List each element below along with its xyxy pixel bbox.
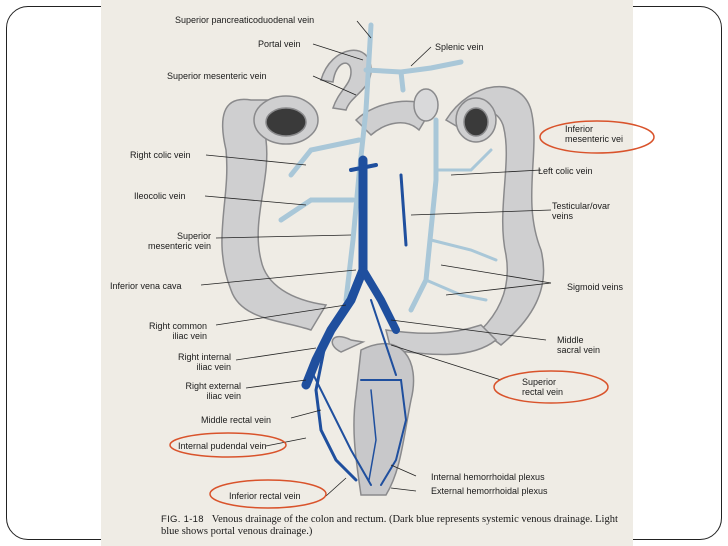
label-superior-mesenteric-vein: Superior mesenteric vein (147, 231, 211, 251)
venous-drainage-illustration (200, 20, 552, 497)
label-superior-pancreaticoduodenal-vein: Superior pancreaticoduodenal vein (175, 15, 315, 25)
figure-number: FIG. 1-18 (161, 514, 204, 525)
label-internal-pudendal-vein: Internal pudendal vein (178, 441, 267, 451)
label-right-common-iliac-vein: Right common iliac vein (148, 321, 207, 341)
label-testicular-ovarian-veins: Testicular/ovar veins (552, 201, 611, 221)
label-sigmoid-veins: Sigmoid veins (567, 282, 624, 292)
label-right-external-iliac-vein: Right external iliac vein (185, 381, 241, 401)
systemic-venous-system (301, 155, 408, 486)
label-right-internal-iliac-vein: Right internal iliac vein (177, 352, 231, 372)
label-right-colic-vein: Right colic vein (130, 150, 191, 160)
label-inferior-rectal-vein: Inferior rectal vein (229, 491, 301, 501)
label-external-hemorrhoidal-plexus: External hemorrhoidal plexus (431, 486, 548, 496)
textbook-figure-photo: Superior pancreaticoduodenal vein Portal… (101, 0, 633, 546)
label-left-colic-vein: Left colic vein (538, 166, 593, 176)
label-superior-rectal-vein: Superior rectal vein (522, 377, 564, 397)
figure-caption-text: Venous drainage of the colon and rectum.… (161, 514, 618, 537)
label-middle-sacral-vein: Middle sacral vein (557, 335, 601, 355)
label-inferior-vena-cava: Inferior vena cava (110, 281, 182, 291)
figure-caption: FIG. 1-18 Venous drainage of the colon a… (161, 514, 631, 538)
label-inferior-mesenteric-vein: Inferior mesenteric vei (565, 124, 624, 144)
label-superior-mesenteric-vein-top: Superior mesenteric vein (167, 71, 267, 81)
label-portal-vein: Portal vein (258, 39, 301, 49)
colon-illustration (221, 49, 545, 496)
label-middle-rectal-vein: Middle rectal vein (201, 415, 272, 425)
label-ileocolic-vein: Ileocolic vein (134, 191, 186, 201)
label-splenic-vein: Splenic vein (435, 42, 484, 52)
label-internal-hemorrhoidal-plexus: Internal hemorrhoidal plexus (431, 472, 545, 482)
portal-venous-system (278, 22, 498, 313)
